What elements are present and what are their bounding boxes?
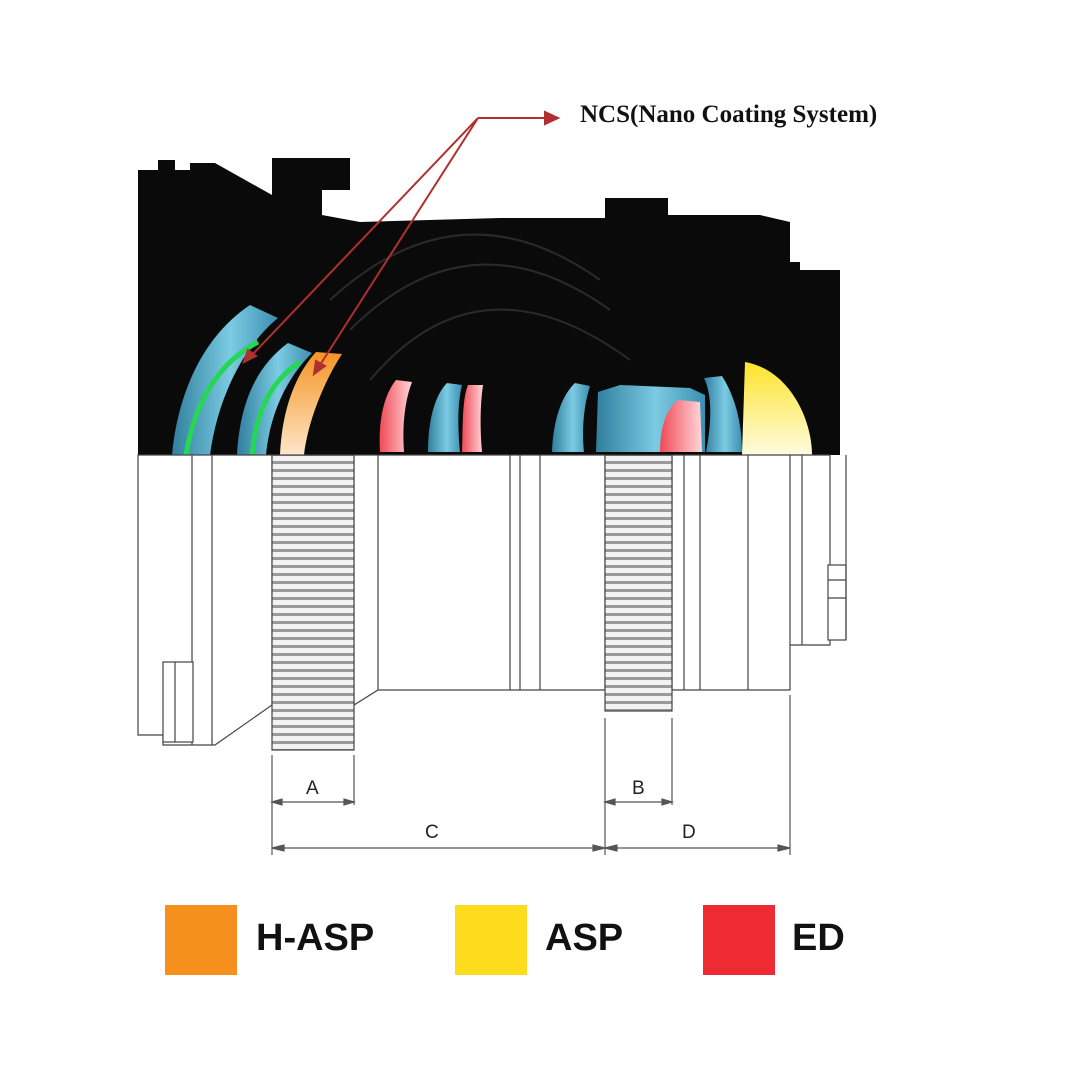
legend-swatch-asp [455,905,527,975]
lens-barrel-outline [137,454,847,746]
dimension-label-b: B [632,778,645,799]
legend-label-asp: ASP [545,917,624,959]
ncs-callout-label: NCS(Nano Coating System) [580,101,878,128]
dimension-label-c: C [425,822,439,843]
lens-element-ed-2 [660,400,702,452]
legend-swatch-ed [703,905,775,975]
inner-arcs [329,233,631,381]
dimension-label-d: D [682,822,696,843]
ncs-coating-1 [183,339,260,456]
dimension-label-a: A [306,778,319,799]
lens-element-7 [704,376,742,452]
ncs-coating-2 [249,359,302,456]
lens-elements [172,305,812,456]
lens-element-5 [552,383,590,452]
lens-element-3 [428,383,462,452]
focus-ring-knurl [271,454,355,751]
dimension-lines [269,695,791,855]
lens-element-4 [462,385,483,452]
lens-element-asp [742,362,812,455]
zoom-ring-knurl [604,454,673,712]
legend-label-ed: ED [792,917,845,959]
lens-element-ed-1 [379,380,412,452]
lens-element-h-asp [280,352,342,455]
ncs-callout-arrows [242,110,561,377]
lens-element-1 [172,305,278,455]
legend-label-h-asp: H-ASP [256,917,375,959]
legend-swatch-h-asp [165,905,237,975]
